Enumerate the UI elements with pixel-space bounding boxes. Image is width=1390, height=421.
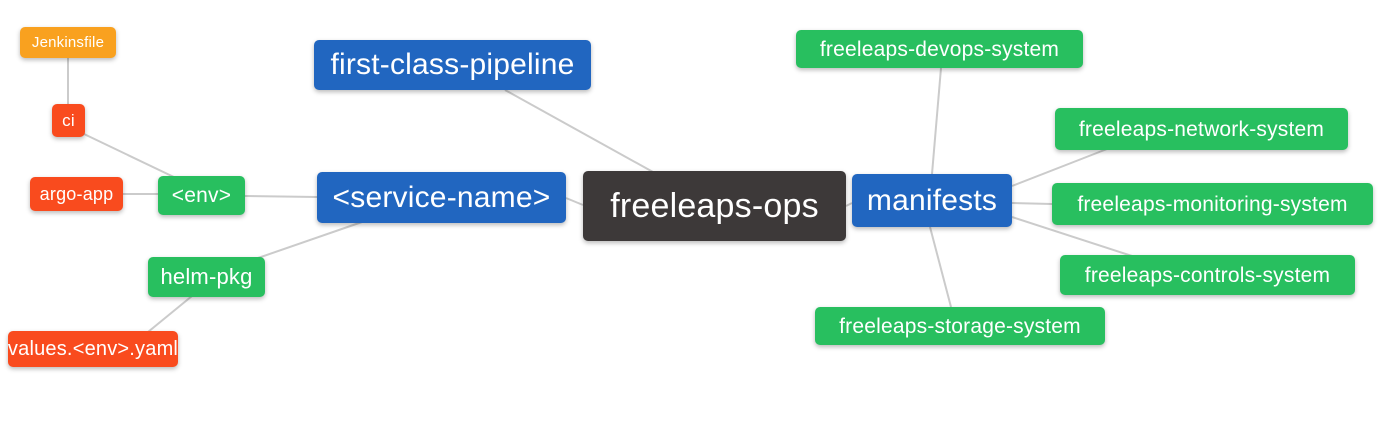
node-freeleaps-ops[interactable]: freeleaps-ops — [583, 171, 846, 241]
edge-ci-to-env — [83, 133, 179, 180]
node-ci[interactable]: ci — [52, 104, 85, 137]
edge-values-env-yaml-to-helm-pkg — [147, 295, 193, 333]
edge-helm-pkg-to-service-name — [257, 221, 363, 259]
node-jenkinsfile[interactable]: Jenkinsfile — [20, 27, 116, 58]
node-service-name[interactable]: <service-name> — [317, 172, 566, 223]
node-devops-system[interactable]: freeleaps-devops-system — [796, 30, 1083, 68]
node-env[interactable]: <env> — [158, 176, 245, 215]
node-manifests[interactable]: manifests — [852, 174, 1012, 227]
edge-manifests-to-monitoring-system — [1011, 202, 1053, 205]
node-first-class-pipeline[interactable]: first-class-pipeline — [314, 40, 591, 90]
node-monitoring-system[interactable]: freeleaps-monitoring-system — [1052, 183, 1373, 225]
node-network-system[interactable]: freeleaps-network-system — [1055, 108, 1348, 150]
edge-env-to-service-name — [244, 195, 318, 198]
node-controls-system[interactable]: freeleaps-controls-system — [1060, 255, 1355, 295]
edge-manifests-to-devops-system — [931, 67, 942, 175]
edge-service-name-to-freeleaps-ops — [565, 197, 584, 206]
edge-first-class-pipeline-to-freeleaps-ops — [504, 89, 654, 173]
node-helm-pkg[interactable]: helm-pkg — [148, 257, 265, 297]
node-storage-system[interactable]: freeleaps-storage-system — [815, 307, 1105, 345]
node-argo-app[interactable]: argo-app — [30, 177, 123, 211]
node-values-env-yaml[interactable]: values.<env>.yaml — [8, 331, 178, 367]
edge-manifests-to-network-system — [1011, 148, 1108, 187]
edge-manifests-to-storage-system — [929, 226, 952, 308]
